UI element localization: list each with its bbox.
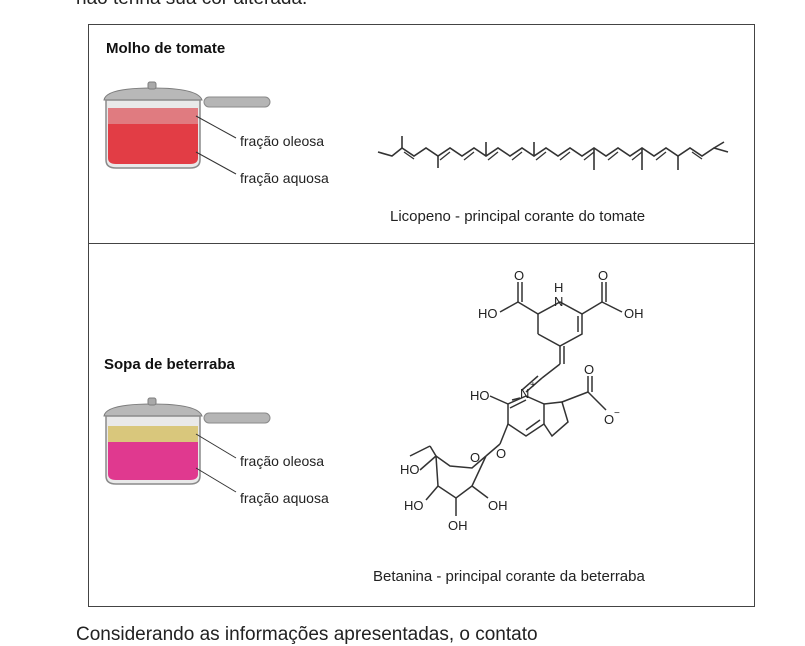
group-oh-2: OH <box>488 498 508 513</box>
caption-betanin: Betanina - principal corante da beterrab… <box>373 568 645 585</box>
lycopene-structure <box>377 136 729 170</box>
atom-o-1: O <box>514 268 524 283</box>
group-ho-4: HO <box>404 498 424 513</box>
atom-o-ring: O <box>470 450 480 465</box>
atom-o-3: O <box>584 362 594 377</box>
caption-lycopene: Licopeno - principal corante do tomate <box>390 208 646 225</box>
label-beet-oily-fraction: fração oleosa <box>240 453 325 469</box>
atom-n-2: N <box>520 386 529 401</box>
group-ho-3: HO <box>400 462 420 477</box>
footer-text: Considerando as informações apresentadas… <box>76 624 538 645</box>
header-text: não tenha sua cor alterada. <box>76 0 307 10</box>
group-oh-3: OH <box>448 518 468 533</box>
atom-o-minus: O <box>604 412 614 427</box>
panel-title-beet: Sopa de beterraba <box>104 356 235 373</box>
group-ho-2: HO <box>470 388 490 403</box>
atom-o-2: O <box>598 268 608 283</box>
label-tomato-oily-fraction: fração oleosa <box>240 133 325 149</box>
atom-h: H <box>554 280 563 295</box>
atom-o-link: O <box>496 446 506 461</box>
beet-pot-illustration <box>103 397 271 493</box>
group-ho-1: HO <box>478 306 498 321</box>
panel-divider <box>88 243 755 244</box>
tomato-pot-illustration <box>103 81 271 175</box>
group-oh-1: OH <box>624 306 644 321</box>
charge-minus: − <box>614 408 620 419</box>
charge-plus: + <box>530 380 536 391</box>
atom-n-1: N <box>554 294 563 309</box>
label-tomato-aqueous-fraction: fração aquosa <box>240 170 329 186</box>
betanin-structure: O O H N HO OH N + O O − HO O HO O HO OH … <box>400 268 644 533</box>
panel-title-tomato: Molho de tomate <box>106 40 226 57</box>
label-beet-aqueous-fraction: fração aquosa <box>240 490 329 506</box>
figure-frame <box>88 24 755 607</box>
